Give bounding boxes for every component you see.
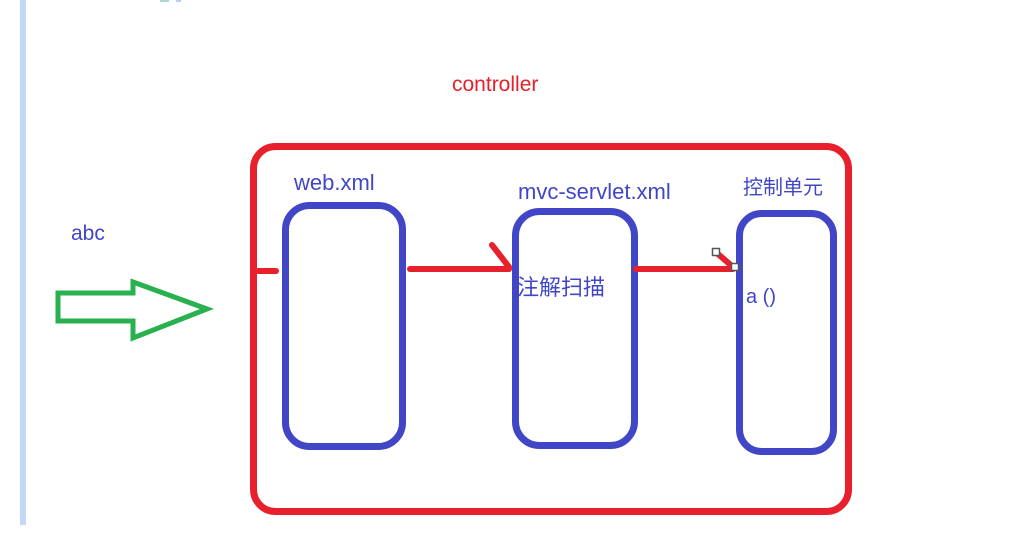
annotation-scan-text: 注解扫描 (517, 275, 606, 300)
webxml-box-label: web.xml (294, 170, 375, 195)
control-unit-box (736, 210, 837, 455)
top-edge-mark-2 (176, 0, 181, 2)
control-unit-box-label: 控制单元 (743, 177, 823, 199)
selection-handle-end[interactable] (730, 262, 740, 272)
arrow-servlet-to-control-unit (633, 251, 736, 272)
abc-label: abc (71, 222, 105, 245)
left-guide-line (20, 0, 26, 525)
diagram-title: controller (452, 73, 539, 96)
a-method-text: a () (746, 286, 776, 308)
mvc-servlet-box-label: mvc-servlet.xml (518, 179, 671, 204)
webxml-box (282, 202, 406, 450)
mvc-servlet-box (512, 208, 638, 449)
top-edge-mark-1 (160, 0, 169, 2)
arrow-webxml-to-servlet (407, 242, 512, 272)
green-block-arrow (55, 278, 215, 342)
selection-handle-start[interactable] (711, 247, 721, 257)
controller-container-box (250, 143, 852, 515)
